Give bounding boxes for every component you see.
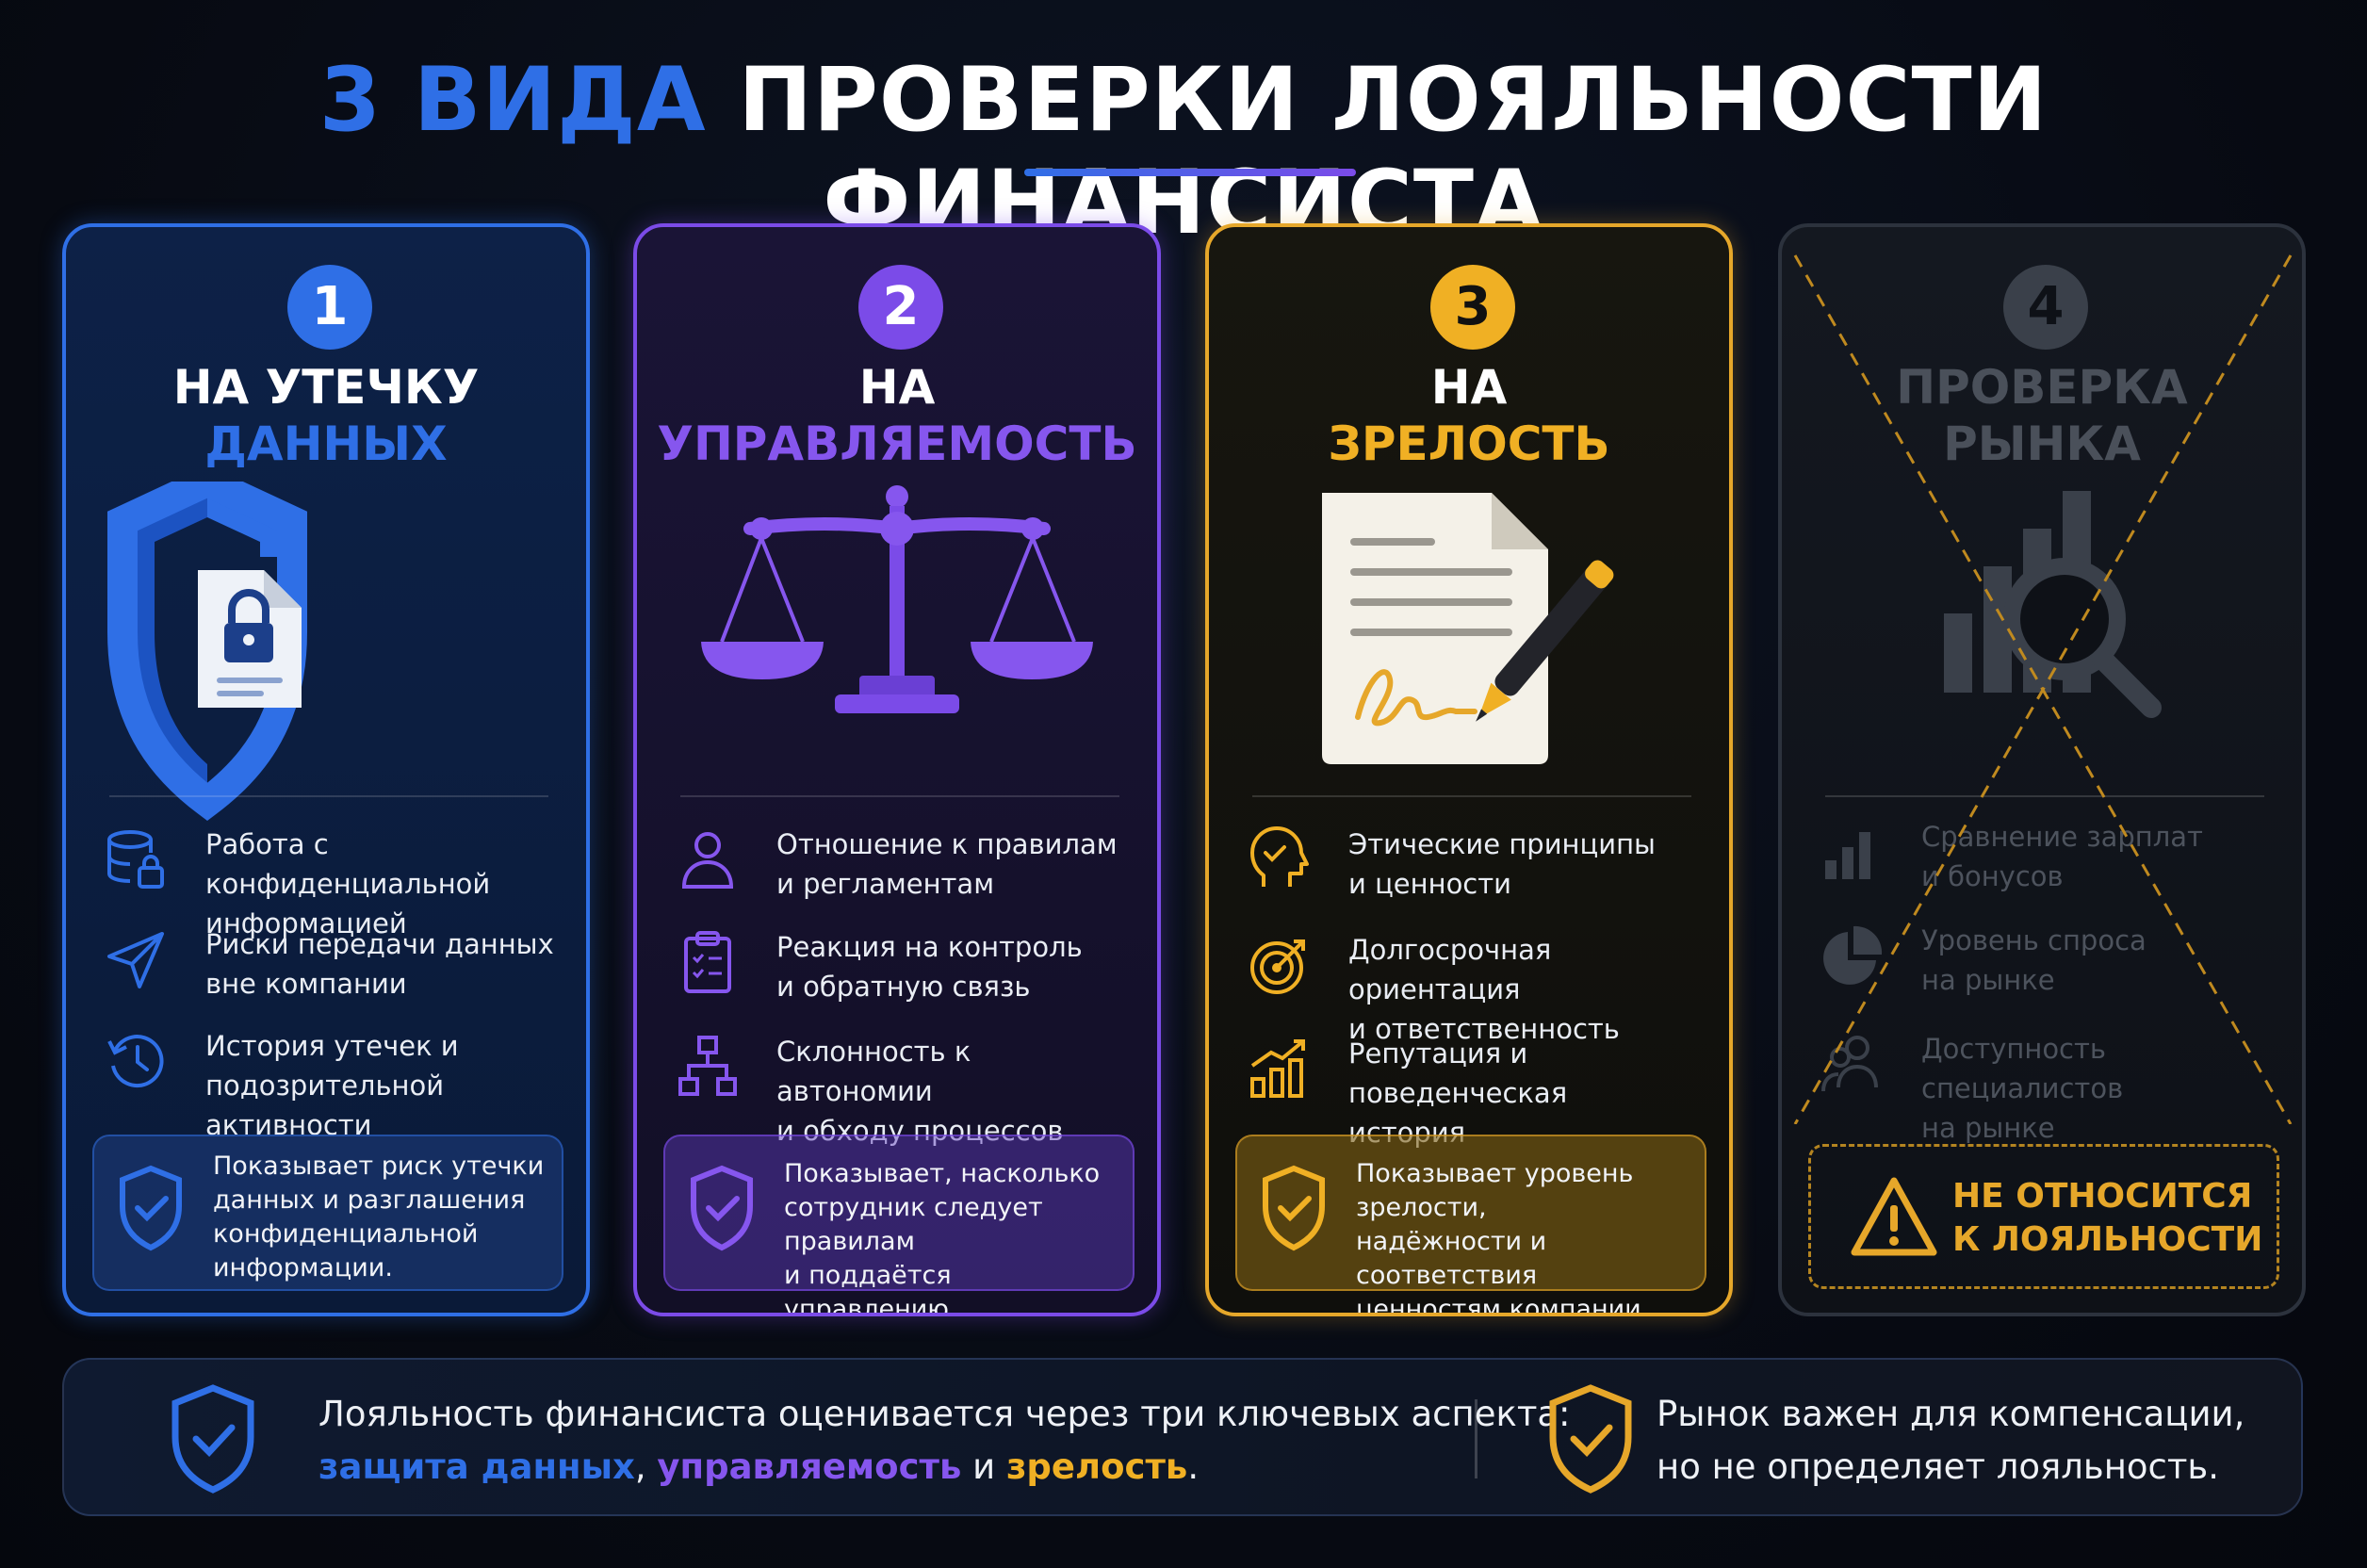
divider (109, 795, 548, 797)
item-text: Отношение к правилам и регламентам (776, 828, 1118, 900)
summary-note: Показывает риск утечки данных и разглаше… (92, 1135, 563, 1291)
item-text: Уровень спроса на рынке (1921, 924, 2147, 996)
hierarchy-icon (678, 1036, 737, 1096)
card-title: НА ЗРЕЛОСТЬ (1209, 359, 1729, 472)
shield-document-lock-icon (107, 482, 307, 822)
shield-check-icon (171, 1384, 254, 1494)
footer-sep: , (634, 1446, 658, 1487)
note-text: Показывает риск утечки данных и разглаше… (213, 1152, 545, 1282)
user-icon (681, 832, 734, 889)
card-title-line2: УПРАВЛЯЕМОСТЬ (657, 416, 1137, 471)
card-title-line2: ЗРЕЛОСТЬ (1328, 416, 1610, 471)
card-number: 2 (858, 265, 943, 350)
list-item: История утечек и подозрительной активнос… (104, 1028, 556, 1141)
bar-chart-icon (1825, 832, 1870, 879)
card-number: 3 (1430, 265, 1515, 350)
card-title: НА УПРАВЛЯЕМОСТЬ (637, 359, 1157, 472)
item-text: Работа с конфиденциальной информацией (205, 828, 491, 939)
paper-plane-icon (107, 932, 164, 988)
note-text: Показывает уровень зрелости, надёжности … (1356, 1159, 1650, 1316)
footer-sep: и (961, 1446, 1006, 1487)
warning-text: НЕ ОТНОСИТСЯ К ЛОЯЛЬНОСТИ (1952, 1177, 2263, 1259)
list-item: Отношение к правилам и регламентам (675, 826, 1127, 911)
card-title: НА УТЕЧКУ ДАННЫХ (66, 359, 586, 472)
item-text: Склонность к автономии и обходу процессо… (776, 1036, 1064, 1147)
item-text: Этические принципы и ценности (1348, 828, 1656, 900)
shield-check-icon (1549, 1384, 1632, 1494)
card-number: 1 (287, 265, 372, 350)
scales-icon (701, 485, 1093, 713)
shield-check-icon (1263, 1165, 1325, 1251)
signed-document-pen-icon (1322, 493, 1614, 764)
bar-chart-magnifier-icon (1944, 491, 2162, 718)
list-item: Этические принципы и ценности (1247, 826, 1699, 911)
note-text: Показывает, насколько сотрудник следует … (784, 1159, 1101, 1316)
database-lock-icon (107, 830, 164, 889)
list-item: Работа с конфиденциальной информацией (104, 826, 556, 939)
title-highlight: 3 ВИДА (318, 49, 707, 152)
list-item: Реакция на контроль и обратную связь (675, 929, 1127, 1014)
card-title-line1: НА (1430, 360, 1508, 415)
item-text: Сравнение зарплат и бонусов (1921, 821, 2203, 892)
list-item: Склонность к автономии и обходу процессо… (675, 1034, 1127, 1147)
list-item: Репутация и поведенческая история (1247, 1036, 1699, 1149)
card-title: ПРОВЕРКА РЫНКА (1782, 359, 2302, 472)
list-item: Долгосрочная ориентация и ответственност… (1247, 932, 1699, 1045)
title-underline (1024, 169, 1356, 176)
card-title-line1: ПРОВЕРКА (1896, 360, 2188, 415)
card-number: 4 (2003, 265, 2088, 350)
list-item: Сравнение зарплат и бонусов (1820, 819, 2272, 904)
footer-left-text: Лояльность финансиста оценивается через … (318, 1388, 1571, 1494)
footer-keyword-data: защита данных (318, 1446, 635, 1487)
footer-right-text: Рынок важен для компенсации, но не опред… (1657, 1394, 2245, 1487)
summary-note: Показывает, насколько сотрудник следует … (663, 1135, 1135, 1313)
card-manageability: 2 НА УПРАВЛЯЕМОСТЬ Отношение к правилам … (633, 223, 1161, 1316)
item-text: Доступность специалистов на рынке (1921, 1033, 2124, 1144)
item-text: Репутация и поведенческая история (1348, 1037, 1568, 1149)
target-icon (1250, 939, 1305, 994)
item-text: Риски передачи данных вне компании (205, 928, 554, 1000)
card-title-line2: РЫНКА (1943, 416, 2141, 471)
shield-check-icon (120, 1165, 182, 1251)
summary-note: Показывает уровень зрелости, надёжности … (1235, 1135, 1706, 1313)
divider (1825, 795, 2264, 797)
item-text: История утечек и подозрительной активнос… (205, 1030, 459, 1141)
summary-footer: Лояльность финансиста оценивается через … (62, 1358, 2303, 1516)
history-clock-icon (107, 1035, 164, 1087)
head-check-icon (1250, 826, 1309, 887)
list-item: Доступность специалистов на рынке (1820, 1031, 2272, 1144)
footer-end: . (1187, 1446, 1200, 1487)
not-related-warning: НЕ ОТНОСИТСЯ К ЛОЯЛЬНОСТИ (1808, 1144, 2279, 1289)
footer-divider (1475, 1399, 1477, 1478)
page-title: 3 ВИДА ПРОВЕРКИ ЛОЯЛЬНОСТИ ФИНАНСИСТА (0, 49, 2367, 254)
pie-chart-icon (1823, 925, 1883, 985)
clipboard-checklist-icon (684, 931, 731, 993)
card-market-check: 4 ПРОВЕРКА РЫНКА Сравнение зарплат и бон… (1778, 223, 2306, 1316)
item-text: Реакция на контроль и обратную связь (776, 931, 1083, 1003)
cross-out-lines (1793, 254, 2293, 1124)
card-title-line2: ДАННЫХ (204, 416, 448, 471)
list-item: Риски передачи данных вне компании (104, 926, 556, 1011)
shield-check-icon (691, 1165, 753, 1251)
users-icon (1821, 1036, 1878, 1092)
card-title-line1: НА УТЕЧКУ (172, 360, 480, 415)
list-item: Уровень спроса на рынке (1820, 923, 2272, 1007)
card-maturity: 3 НА ЗРЕЛОСТЬ Этические принципы и ценно… (1205, 223, 1733, 1316)
footer-keyword-manageability: управляемость (657, 1446, 962, 1487)
footer-keyword-maturity: зрелость (1005, 1446, 1188, 1487)
item-text: Долгосрочная ориентация и ответственност… (1348, 934, 1620, 1045)
card-title-line1: НА (858, 360, 936, 415)
footer-intro: Лояльность финансиста оценивается через … (318, 1394, 1571, 1434)
divider (1252, 795, 1691, 797)
card-data-leak: 1 НА УТЕЧКУ ДАННЫХ Работа с конфиденциал… (62, 223, 590, 1316)
warning-triangle-icon (1851, 1177, 1937, 1256)
divider (680, 795, 1119, 797)
growth-chart-icon (1250, 1039, 1305, 1098)
